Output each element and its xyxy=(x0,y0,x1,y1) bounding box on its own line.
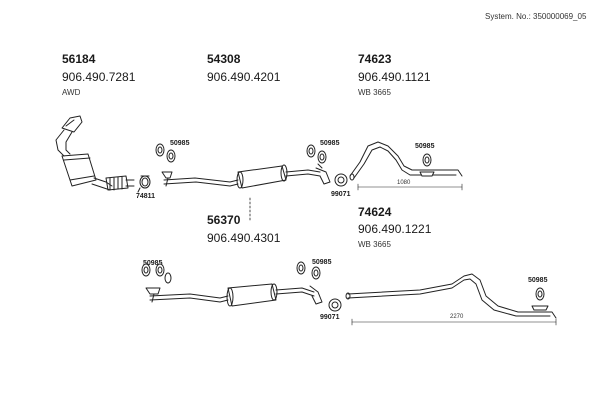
note-56184: AWD xyxy=(62,88,81,97)
dimension-line-top xyxy=(357,183,463,191)
part-number-54308: 54308 xyxy=(207,52,241,66)
rubber-mount-pair-2 xyxy=(306,144,327,164)
rubber-mount-6 xyxy=(531,287,549,311)
callout-rubber-1: 50985 xyxy=(170,140,190,147)
part-number-74624: 74624 xyxy=(358,205,392,219)
dimension-line-bottom xyxy=(351,318,557,326)
middle-muffler-54308 xyxy=(161,163,331,189)
system-number: System. No.: 350000069_05 xyxy=(485,12,587,21)
rubber-mount-pair-4 xyxy=(141,263,172,284)
oem-number-74624: 906.490.1221 xyxy=(358,222,432,236)
callout-clamp: 74811 xyxy=(136,193,156,200)
clamp-74811 xyxy=(137,175,151,193)
ring-99071-bottom xyxy=(328,298,342,312)
note-74623: WB 3665 xyxy=(358,88,391,97)
note-74624: WB 3665 xyxy=(358,240,391,249)
tail-pipe-74624 xyxy=(345,273,557,319)
ring-99071-top xyxy=(334,173,348,187)
rubber-mount-pair-1 xyxy=(155,143,176,163)
tail-pipe-74623 xyxy=(349,141,463,181)
dimension-top: 1080 xyxy=(397,180,411,186)
muffler-56370 xyxy=(145,283,323,307)
part-number-74623: 74623 xyxy=(358,52,392,66)
oem-number-56184: 906.490.7281 xyxy=(62,70,136,84)
callout-ring-1: 99071 xyxy=(331,191,351,198)
dimension-bottom: 2270 xyxy=(450,314,464,320)
callout-rubber-5: 50985 xyxy=(312,259,332,266)
callout-rubber-6: 50985 xyxy=(528,277,548,284)
front-pipe-56184 xyxy=(55,115,135,191)
rubber-mount-3 xyxy=(419,153,435,177)
oem-number-56370: 906.490.4301 xyxy=(207,231,281,245)
part-number-56370: 56370 xyxy=(207,213,241,227)
rubber-mount-pair-5 xyxy=(296,261,321,280)
callout-rubber-3: 50985 xyxy=(415,143,435,150)
callout-ring-2: 99071 xyxy=(320,314,340,321)
callout-rubber-2: 50985 xyxy=(320,140,340,147)
part-number-56184: 56184 xyxy=(62,52,96,66)
oem-number-54308: 906.490.4201 xyxy=(207,70,281,84)
oem-number-74623: 906.490.1121 xyxy=(358,70,431,84)
callout-rubber-4: 50985 xyxy=(143,260,163,267)
